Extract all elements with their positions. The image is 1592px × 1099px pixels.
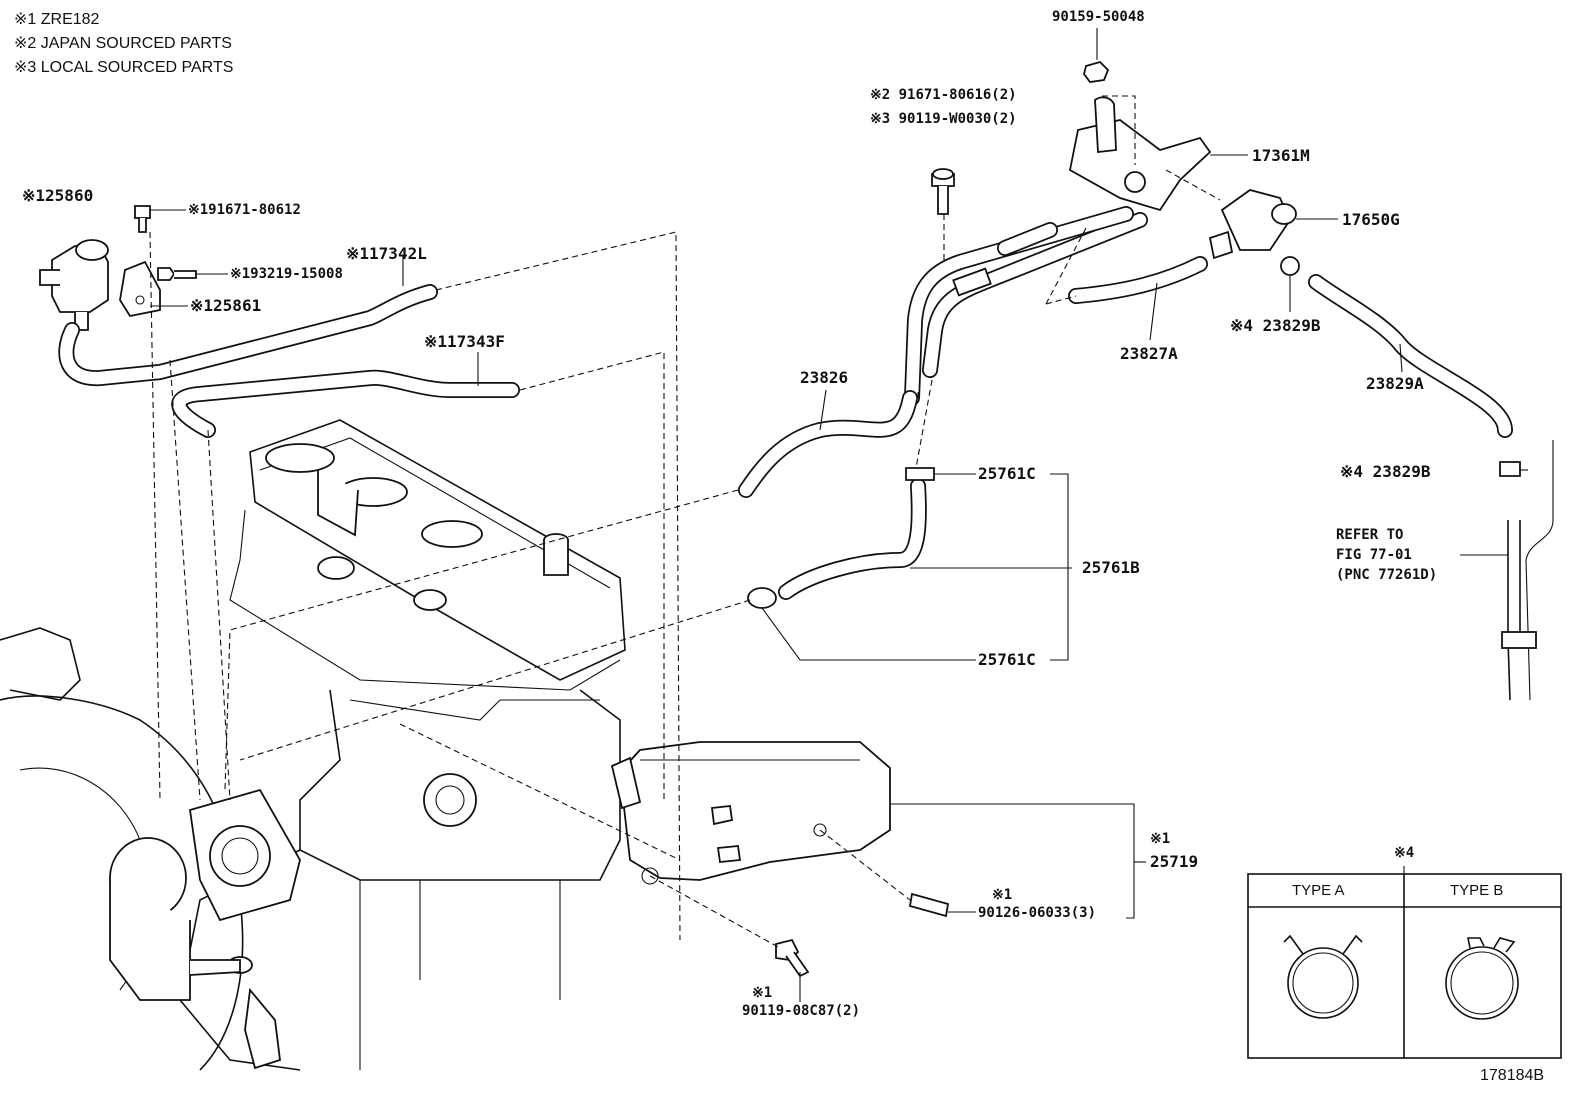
clamp-type-box (1247, 866, 1562, 1059)
clamp-type-a-drawing (1283, 934, 1363, 1019)
label-25860: ※125860 (22, 186, 94, 205)
bolt-90119-08c87 (775, 938, 810, 978)
note-japan-sourced: ※2 JAPAN SOURCED PARTS (14, 35, 232, 52)
bolt-90159-50048 (1083, 60, 1110, 83)
figure-number: 178184B (1480, 1067, 1545, 1084)
vsv-17650g (1208, 189, 1297, 260)
label-23829a: 23829A (1366, 374, 1424, 393)
label-93219-15008: ※193219-15008 (230, 266, 343, 282)
leader-lines (150, 28, 1528, 1002)
cover-25719 (610, 741, 891, 885)
label-17342l: ※117342L (346, 244, 427, 263)
vacuum-pipes (904, 206, 1148, 406)
label-23827a: 23827A (1120, 344, 1178, 363)
label-90119-08c87: 90119-08C87(2) (742, 1003, 861, 1019)
clamp-25761c-top (905, 467, 935, 481)
label-90159-50048: 90159-50048 (1052, 9, 1145, 25)
hose-23827a (1068, 256, 1208, 304)
label-25761b: 25761B (1082, 558, 1140, 577)
label-90126-06033: 90126-06033(3) (978, 905, 1097, 921)
label-25719-mark: ※1 (1150, 831, 1171, 847)
bracket-25861 (119, 260, 161, 318)
clamp-type-b-drawing (1445, 937, 1519, 1020)
hose-17342l (58, 284, 438, 387)
label-17343f: ※117343F (424, 332, 505, 351)
stud-90126-06033 (908, 892, 950, 918)
harness-ref-77261d (1501, 520, 1537, 701)
label-25761c-top: 25761C (978, 464, 1036, 483)
label-25719: 25719 (1150, 852, 1199, 871)
label-17361m: 17361M (1252, 146, 1310, 165)
note-zre182: ※1 ZRE182 (14, 11, 100, 28)
screw-93219-15008 (157, 267, 197, 281)
bolt-91671-80612 (134, 205, 151, 233)
label-clamp-ref-mark: ※4 (1394, 845, 1415, 861)
label-25861: ※125861 (190, 296, 262, 315)
caption-type-a: TYPE A (1292, 882, 1345, 899)
hose-23826 (738, 390, 918, 498)
hose-17343f (171, 369, 520, 438)
label-90119-mark: ※1 (752, 985, 773, 1001)
vsv-25860 (39, 239, 109, 331)
bracket-17361m (1068, 96, 1212, 212)
engine-assembly (0, 419, 626, 1071)
note-local-sourced: ※3 LOCAL SOURCED PARTS (14, 59, 234, 76)
refer-line-3: (PNC 77261D) (1336, 567, 1438, 583)
label-23826: 23826 (800, 368, 849, 387)
caption-type-b: TYPE B (1450, 882, 1504, 899)
label-91671-80612: ※191671-80612 (188, 202, 301, 218)
guide-lines (149, 95, 1221, 949)
label-90126-mark: ※1 (992, 887, 1013, 903)
clamp-23829b-top (1280, 256, 1300, 276)
clamp-25761c-bot (747, 587, 777, 609)
label-91671-80616: ※2 91671-80616(2) (870, 87, 1017, 103)
label-90119-w0030: ※3 90119-W0030(2) (870, 111, 1017, 127)
label-25761c-bot: 25761C (978, 650, 1036, 669)
label-17650g: 17650G (1342, 210, 1400, 229)
label-23829b-mid: ※4 23829B (1340, 462, 1431, 481)
refer-line-2: FIG 77-01 (1336, 547, 1412, 563)
hose-25761b (778, 478, 927, 600)
refer-line-1: REFER TO (1336, 527, 1404, 543)
label-23829b-top: ※4 23829B (1230, 316, 1321, 335)
hose-23829a (1308, 274, 1513, 438)
bolt-91671-80616 (931, 168, 955, 215)
clamp-23829b-mid (1499, 440, 1554, 701)
